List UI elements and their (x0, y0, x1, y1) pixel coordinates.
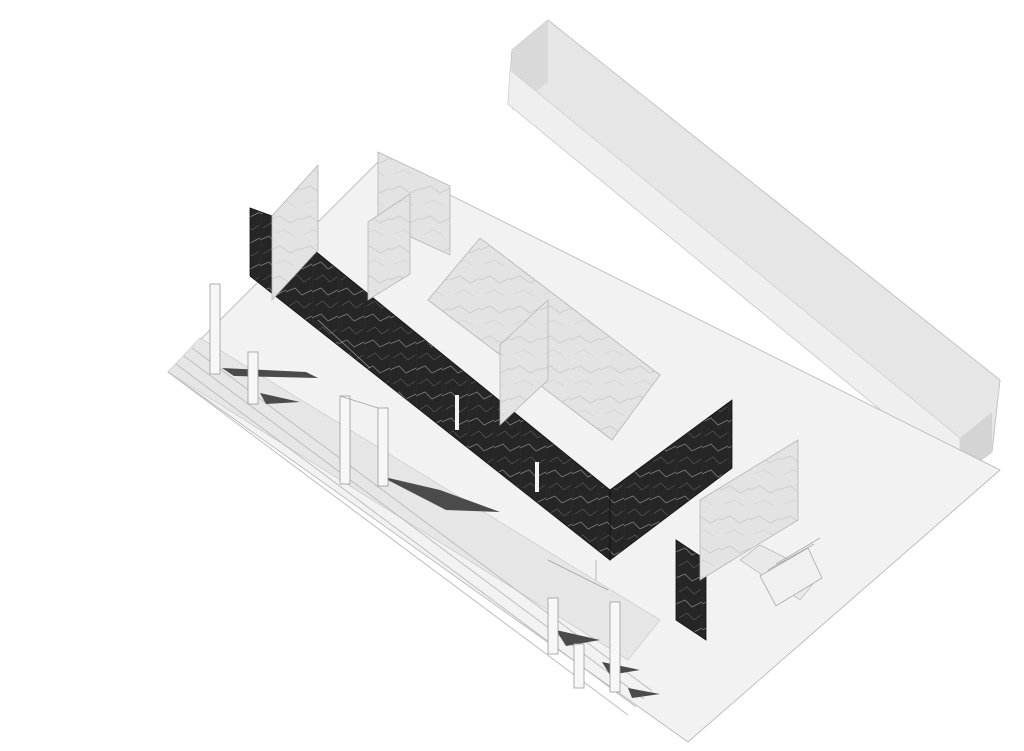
stair (759, 537, 823, 607)
light-partition-walls (271, 151, 821, 601)
side-wall (507, 19, 1001, 476)
dark-marble-wall (249, 207, 733, 641)
line-work (317, 319, 609, 591)
columns (209, 283, 621, 693)
